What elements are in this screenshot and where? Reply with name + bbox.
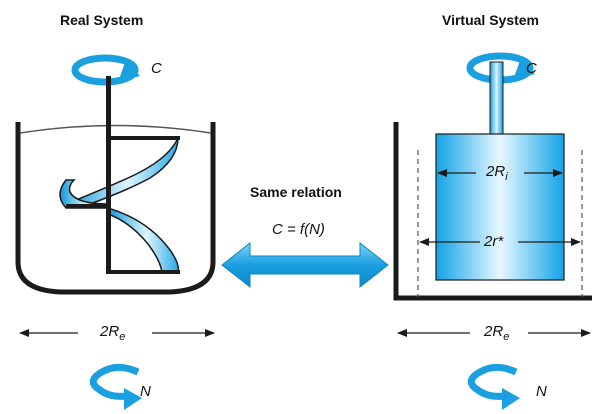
equiv-diameter-label: 2r* xyxy=(483,233,504,250)
virtual-diameter-label: 2Re xyxy=(483,323,509,343)
real-system-title: Real System xyxy=(60,12,143,28)
speed-rotation-icon xyxy=(89,363,142,410)
real-vessel xyxy=(15,122,216,295)
relation-title: Same relation xyxy=(250,184,342,200)
virtual-shaft xyxy=(489,61,504,135)
virtual-system-title: Virtual System xyxy=(442,12,539,28)
virtual-torque-label: C xyxy=(526,60,537,77)
virtual-speed-label: N xyxy=(536,383,547,400)
relation-formula: C = f(N) xyxy=(272,221,325,238)
torque-rotation-icon xyxy=(71,54,140,86)
inner-diameter-label: 2Ri xyxy=(485,163,508,183)
real-speed-label: N xyxy=(140,383,151,400)
real-torque-label: C xyxy=(151,60,162,77)
helical-ribbon-impeller xyxy=(59,76,180,274)
virtual-bob xyxy=(435,133,565,281)
double-arrow-icon xyxy=(221,241,389,289)
virtual-vessel xyxy=(393,122,592,301)
real-diameter-label: 2Re xyxy=(99,323,125,343)
virtual-speed-rotation-icon xyxy=(467,363,520,410)
